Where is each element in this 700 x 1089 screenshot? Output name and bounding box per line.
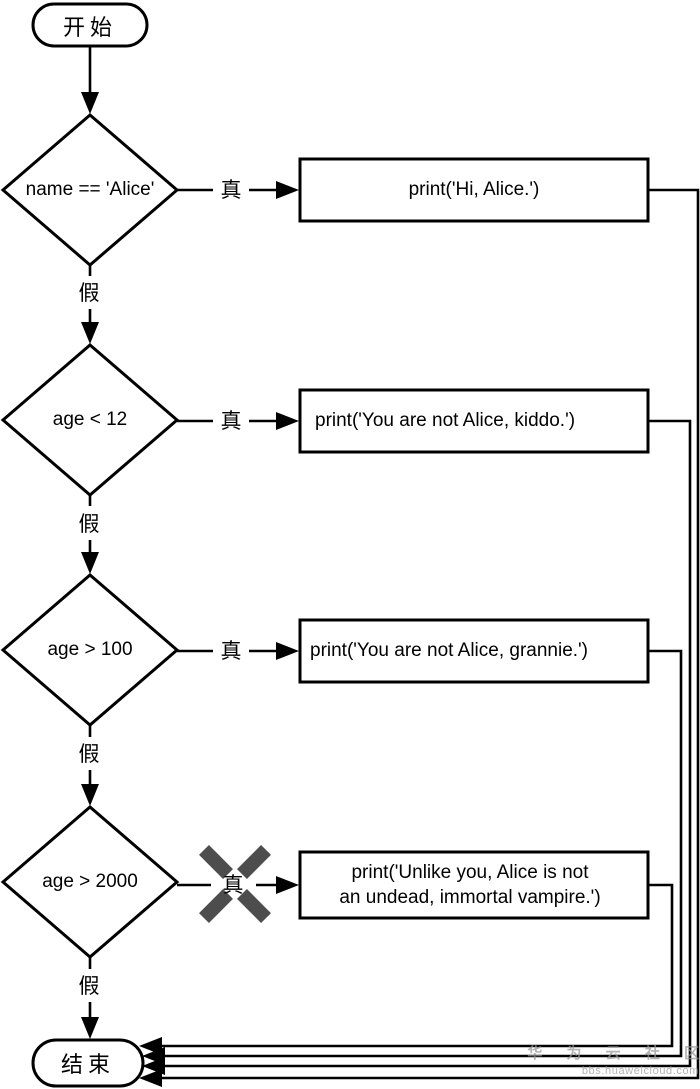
arrowhead-left-1 (139, 1069, 162, 1087)
end-node (31, 1038, 145, 1088)
arrowhead-right-3 (276, 642, 299, 660)
process-1-text: print('Hi, Alice.') (408, 179, 540, 200)
connector-process3-to-end (164, 649, 683, 1058)
end-node-label: 结束 (60, 1052, 116, 1077)
true-label-2: 真 (220, 410, 244, 433)
start-node (31, 2, 149, 48)
arrowhead-right-2 (276, 412, 299, 430)
watermark: 华 为 云 社 区 bbs.huaweicloud.com (527, 1042, 700, 1077)
process-3-text: print('You are not Alice, grannie.') (310, 640, 588, 661)
process-4-box (298, 850, 650, 920)
watermark-site-name: 华 为 云 社 区 (527, 1045, 700, 1062)
arrowhead-right-1 (276, 181, 299, 199)
connector-process4-to-end (161, 883, 674, 1048)
decision-1-diamond (0, 113, 180, 267)
decision-4-condition: age > 2000 (42, 871, 138, 892)
decision-3-diamond (0, 573, 180, 727)
arrowhead-left-4 (139, 1037, 162, 1055)
process-4-text: print('Unlike you, Alice is not an undea… (296, 860, 644, 910)
false-label-1: 假 (78, 282, 102, 305)
start-node-label: 开始 (62, 15, 118, 40)
false-label-2: 假 (78, 513, 102, 536)
false-label-4: 假 (78, 975, 102, 998)
arrowhead-down-5 (81, 1017, 99, 1039)
false-label-3: 假 (78, 743, 102, 766)
decision-1-condition: name == 'Alice' (25, 179, 155, 200)
process-3-box (298, 618, 650, 684)
watermark-site-url: bbs.huaweicloud.com (581, 1065, 699, 1077)
process-2-text: print('You are not Alice, kiddo.') (315, 410, 576, 431)
true-label-3: 真 (220, 640, 244, 663)
decision-3-condition: age > 100 (47, 639, 133, 660)
cross-out-x-icon (199, 845, 271, 923)
arrowhead-down-1 (81, 92, 99, 114)
decision-4-diamond (0, 805, 180, 959)
connector-process2-to-end (164, 419, 692, 1068)
process-1-box (298, 157, 650, 223)
arrowhead-right-4 (276, 876, 299, 894)
process-2-box (298, 388, 650, 454)
arrowhead-down-2 (81, 322, 99, 344)
true-label-4: 真 (222, 874, 246, 897)
connector-process1-to-end (161, 188, 700, 1080)
true-label-1: 真 (220, 179, 244, 202)
process-4-text-line1: print('Unlike you, Alice is not (351, 862, 589, 883)
decision-2-diamond (0, 343, 180, 497)
arrowhead-down-4 (81, 784, 99, 806)
process-4-text-line2: an undead, immortal vampire.') (339, 887, 601, 908)
decision-2-condition: age < 12 (52, 409, 128, 430)
arrowhead-down-3 (81, 552, 99, 574)
